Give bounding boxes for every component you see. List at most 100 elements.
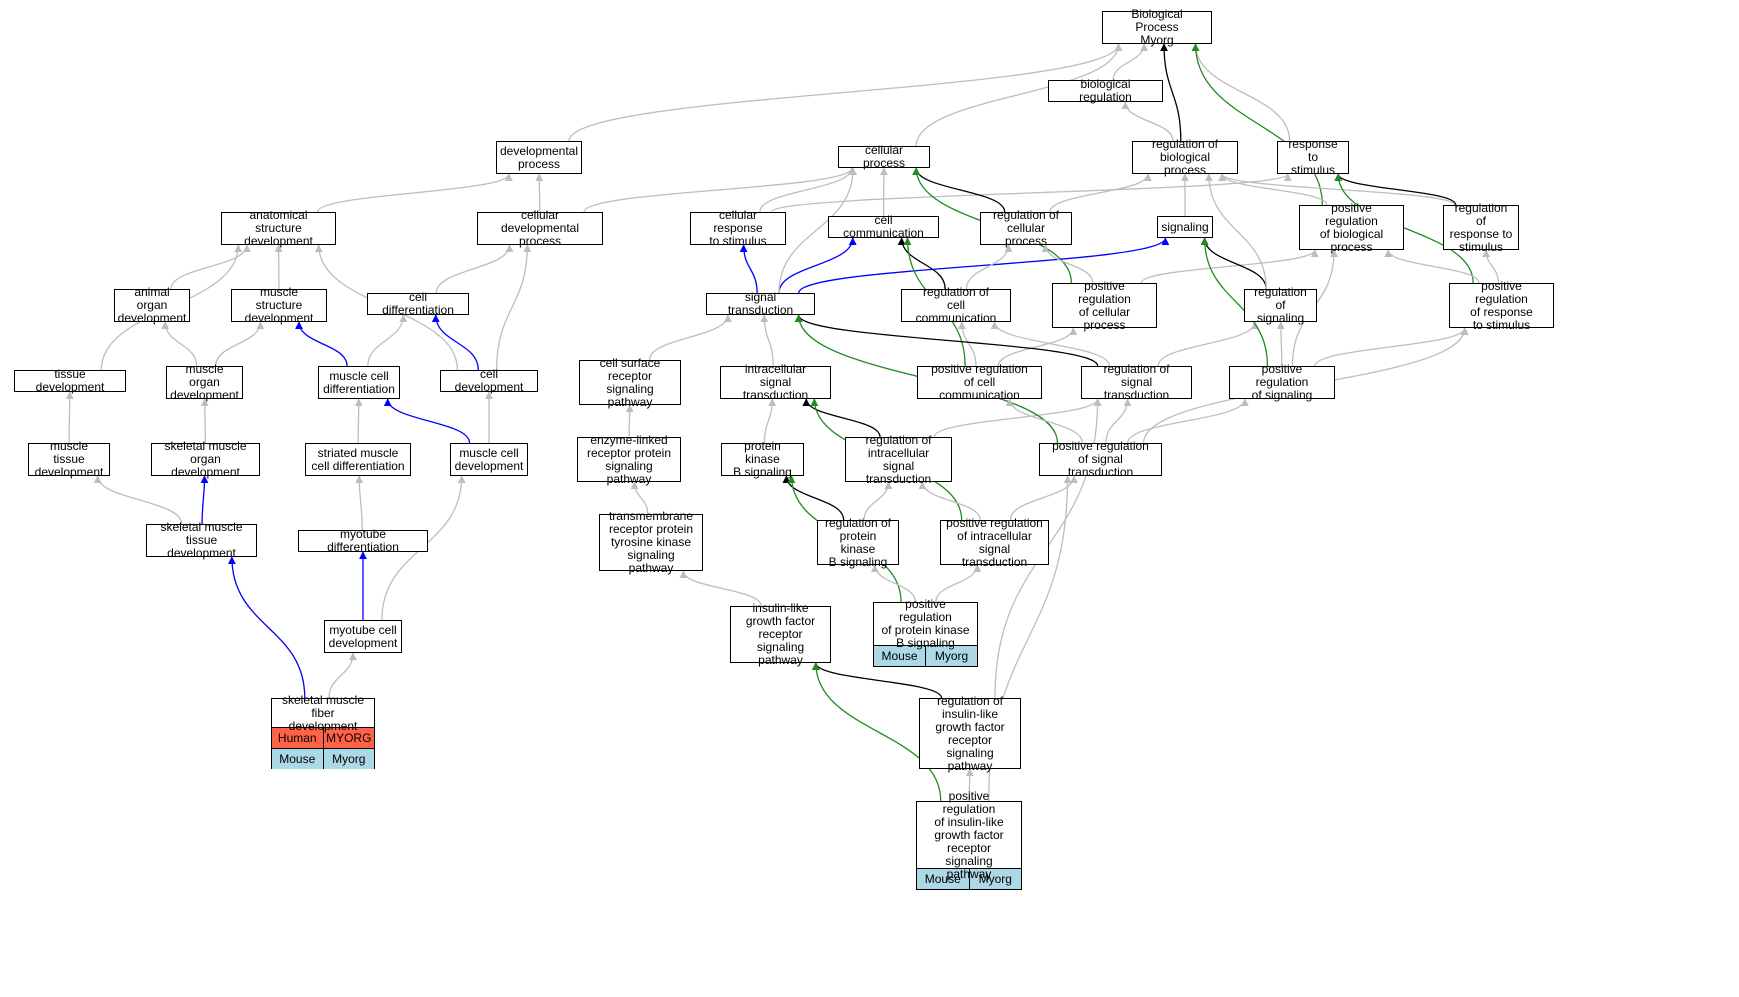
go-term-label: positive regulation of signaling xyxy=(1251,362,1313,402)
go-term-animorg[interactable]: animal organ development xyxy=(114,286,190,325)
edge-posregsig-to-regsig xyxy=(1276,321,1285,367)
go-term-posregbio[interactable]: positive regulation of biological proces… xyxy=(1299,201,1404,253)
edge-regsig-to-signaling xyxy=(1200,237,1267,290)
go-term-rtk[interactable]: transmembrane receptor protein tyrosine … xyxy=(599,510,703,575)
go-term-igf[interactable]: insulin-like growth factor receptor sign… xyxy=(730,602,831,667)
go-term-posregigf[interactable]: positive regulation of insulin-like grow… xyxy=(916,788,1022,890)
edge-celldev-to-celldiff xyxy=(431,314,479,371)
edge-regsigtrans-to-regcellcomm xyxy=(990,321,1111,367)
go-term-label: striated muscle cell differentiation xyxy=(311,445,405,473)
edge-regresp-to-resp xyxy=(1334,173,1457,206)
go-term-cellsurf[interactable]: cell surface receptor signaling pathway xyxy=(579,355,681,409)
go-term-label: muscle structure development xyxy=(244,285,314,325)
go-term-regpkb[interactable]: regulation of protein kinase B signaling xyxy=(817,515,899,569)
edge-regresp-to-regbio xyxy=(1218,173,1456,206)
edge-celldevproc-to-cellproc xyxy=(583,167,856,213)
go-term-bp[interactable]: Biological Process Myorg xyxy=(1102,8,1212,47)
edge-skelfiber-to-myotubecell xyxy=(328,652,357,699)
go-term-pkb[interactable]: protein kinase B signaling xyxy=(721,440,804,479)
go-term-label: myotube differentiation xyxy=(327,527,399,554)
go-term-label: regulation of response to stimulus xyxy=(1449,200,1513,254)
edge-regigf-to-igf xyxy=(811,662,943,699)
edge-cellresp-to-cellproc xyxy=(759,167,856,213)
go-term-celldiff[interactable]: cell differentiation xyxy=(367,291,469,317)
go-term-label: enzyme-linked receptor protein signaling… xyxy=(586,432,672,486)
edge-posregpkb-to-posregintra xyxy=(935,564,982,603)
go-term-label: signal transduction xyxy=(727,290,794,317)
go-term-musclestruct[interactable]: muscle structure development xyxy=(231,285,327,325)
go-term-regintra[interactable]: regulation of intracellular signal trans… xyxy=(845,433,952,485)
edge-posregsigtrans-to-regsigtrans xyxy=(1105,398,1132,444)
go-term-musclecelldiff[interactable]: muscle cell differentiation xyxy=(318,366,400,399)
go-term-anatdev[interactable]: anatomical structure development xyxy=(221,209,336,248)
go-term-label: positive regulation of insulin-like grow… xyxy=(934,788,1004,880)
go-term-myotubediff[interactable]: myotube differentiation xyxy=(298,527,428,554)
edge-celldev-to-celldevproc xyxy=(496,244,532,371)
go-term-breg[interactable]: biological regulation xyxy=(1048,77,1163,104)
edge-musclecelldiff-to-musclestruct xyxy=(295,321,348,367)
go-term-label: regulation of insulin-like growth factor… xyxy=(935,693,1005,773)
go-term-enzyme[interactable]: enzyme-linked receptor protein signaling… xyxy=(577,432,681,486)
go-term-resp[interactable]: response to stimulus xyxy=(1277,138,1349,177)
go-term-label: regulation of cellular process xyxy=(992,208,1060,248)
go-term-regsigtrans[interactable]: regulation of signal transduction xyxy=(1081,363,1192,402)
go-term-muscletissue[interactable]: muscle tissue development xyxy=(28,440,110,479)
edge-muscleorgan-to-animorg xyxy=(161,321,198,367)
edge-musclecelldev-to-musclecelldiff xyxy=(383,398,471,444)
go-term-posregcellcomm[interactable]: positive regulation of cell communicatio… xyxy=(917,363,1042,402)
species-label: Mouse xyxy=(924,871,961,886)
edge-posregsigtrans-to-posregsig xyxy=(1127,398,1249,444)
edge-regsigtrans-to-regsig xyxy=(1157,321,1259,367)
go-term-posregsig[interactable]: positive regulation of signaling xyxy=(1229,362,1335,402)
go-term-label: biological regulation xyxy=(1079,77,1132,104)
go-term-cellresp[interactable]: cellular response to stimulus xyxy=(690,209,786,248)
edge-posregsig-to-posregresp xyxy=(1314,327,1469,367)
go-term-label: skeletal muscle organ development xyxy=(164,439,247,479)
go-term-celldevproc[interactable]: cellular developmental process xyxy=(477,208,603,248)
go-term-label: cell surface receptor signaling pathway xyxy=(599,355,661,409)
go-term-musclecelldev[interactable]: muscle cell development xyxy=(450,443,528,476)
edge-sigtrans-to-cellresp xyxy=(739,244,758,294)
go-term-devproc[interactable]: developmental process xyxy=(496,141,582,174)
go-term-intracell[interactable]: intracellular signal transduction xyxy=(720,363,831,402)
go-term-skelorgan[interactable]: skeletal muscle organ development xyxy=(151,439,260,479)
edge-myotubediff-to-striated xyxy=(355,475,364,531)
go-term-tissuedev[interactable]: tissue development xyxy=(14,368,126,394)
go-term-label: skeletal muscle tissue development xyxy=(160,520,243,560)
go-term-posregsigtrans[interactable]: positive regulation of signal transducti… xyxy=(1039,440,1162,479)
go-term-posregcell[interactable]: positive regulation of cellular process xyxy=(1052,279,1157,331)
go-term-posregresp[interactable]: positive regulation of response to stimu… xyxy=(1449,279,1554,331)
go-term-striated[interactable]: striated muscle cell differentiation xyxy=(305,443,411,476)
go-term-label: cellular developmental process xyxy=(500,208,580,248)
go-term-cellcomm[interactable]: cell communication xyxy=(828,214,939,240)
go-term-regsig[interactable]: regulation of signaling xyxy=(1244,286,1317,325)
go-term-regbio[interactable]: regulation of biological process xyxy=(1132,138,1238,177)
species-label: Mouse xyxy=(881,648,918,663)
edge-animorg-to-anatdev xyxy=(170,244,251,290)
edge-celldevproc-to-devproc xyxy=(535,173,544,213)
go-term-label: signaling xyxy=(1161,219,1209,234)
go-term-regresp[interactable]: regulation of response to stimulus xyxy=(1443,200,1519,254)
edge-striated-to-musclecelldiff xyxy=(354,398,363,444)
edge-sigtrans-to-cellcomm xyxy=(778,237,857,294)
go-term-skeltissue[interactable]: skeletal muscle tissue development xyxy=(146,520,257,560)
go-term-regcell[interactable]: regulation of cellular process xyxy=(980,208,1072,248)
edge-posregcellcomm-to-regcellcomm xyxy=(957,321,977,367)
go-term-posregintra[interactable]: positive regulation of intracellular sig… xyxy=(940,516,1049,568)
go-term-myotubecell[interactable]: myotube cell development xyxy=(324,620,402,653)
go-term-cellproc[interactable]: cellular process xyxy=(838,144,930,170)
go-term-celldev[interactable]: cell development xyxy=(440,368,538,394)
go-term-signaling[interactable]: signaling xyxy=(1157,216,1213,238)
go-term-label: regulation of protein kinase B signaling xyxy=(824,515,892,569)
edge-posregintra-to-posregsigtrans xyxy=(1009,475,1078,521)
edge-regpkb-to-regintra xyxy=(863,481,893,521)
go-term-posregpkb[interactable]: positive regulation of protein kinase B … xyxy=(873,598,978,667)
go-term-muscleorgan[interactable]: muscle organ development xyxy=(166,363,243,402)
go-term-regcellcomm[interactable]: regulation of cell communication xyxy=(901,286,1011,325)
edge-posregcell-to-posregbio xyxy=(1140,249,1319,284)
edge-regcell-to-regbio xyxy=(1049,173,1152,213)
go-term-regigf[interactable]: regulation of insulin-like growth factor… xyxy=(919,693,1021,773)
go-term-sigtrans[interactable]: signal transduction xyxy=(706,290,815,317)
